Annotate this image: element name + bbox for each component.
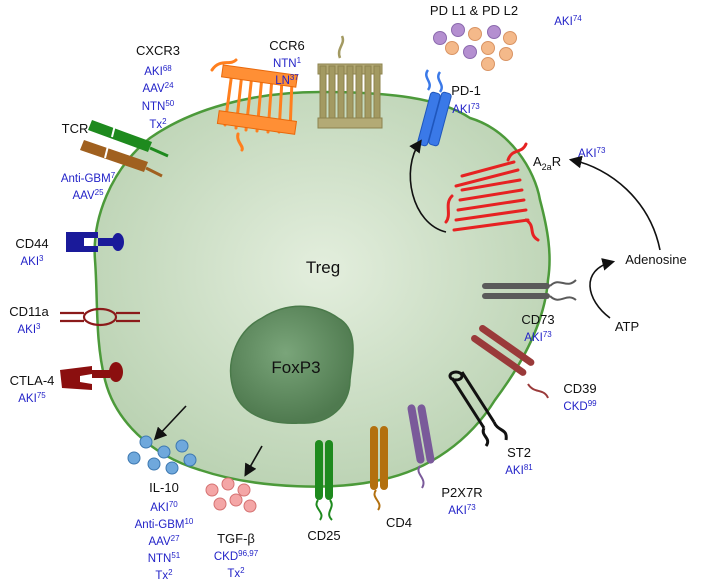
nucleus-label: FoxP3 (271, 358, 320, 377)
st2-cite-0: AKI81 (505, 463, 533, 477)
cd4-receptor (370, 426, 388, 511)
cd39-label: CD39 (563, 381, 596, 396)
ctla4-cite-0: AKI75 (18, 391, 46, 405)
cd44-cite-0: AKI3 (21, 254, 45, 268)
arrows (153, 139, 661, 477)
cd73-receptor (482, 279, 577, 301)
ctla4-receptor (60, 362, 123, 390)
atp-to-adenosine-arrow (589, 258, 616, 319)
adenosine-to-a2ar-arrow (568, 155, 661, 251)
cd25-receptor (315, 440, 333, 521)
cxcr3-label: CXCR3 (136, 43, 180, 58)
il10-cite-3: NTN51 (148, 551, 181, 565)
a2ar-cite-0: AKI73 (578, 146, 606, 160)
il10-label: IL-10 (149, 480, 179, 495)
p2x7r-cite-0: AKI73 (448, 503, 476, 517)
pd1-label: PD-1 (451, 83, 481, 98)
il10-cite-1: Anti-GBM10 (135, 517, 194, 531)
st2-label: ST2 (507, 445, 531, 460)
pd-ligand-cluster (433, 23, 517, 71)
st2-receptor (448, 370, 508, 447)
cd39-receptor (471, 324, 549, 399)
a2ar-to-pd1-arrow (409, 139, 447, 233)
cd44-label: CD44 (15, 236, 48, 251)
p2x7r-receptor (407, 404, 435, 489)
cxcr3-cite-2: NTN50 (142, 99, 175, 113)
il10-cite-4: Tx2 (155, 568, 173, 582)
il10-cite-2: AAV27 (148, 534, 180, 548)
cell-label: Treg (306, 258, 340, 277)
pdl-cite-0: AKI74 (554, 14, 582, 28)
a2ar-label: A2aR (533, 154, 561, 172)
cd44-receptor (66, 232, 124, 252)
cxcr3-cite-0: AKI68 (144, 64, 172, 78)
atp-label: ATP (615, 319, 639, 334)
ccr6-cite-0: NTN1 (273, 56, 302, 70)
il10-cluster (127, 435, 197, 475)
tgfb-cite-0: CKD96,97 (214, 549, 259, 563)
tgfb-cite-1: Tx2 (227, 566, 245, 580)
adenosine-label: Adenosine (625, 252, 686, 267)
pd1-cite-0: AKI73 (452, 102, 480, 116)
il10-secretion-arrow (153, 405, 187, 441)
pdl-label: PD L1 & PD L2 (430, 3, 518, 18)
cd4-label: CD4 (386, 515, 412, 530)
il10-cite-0: AKI70 (150, 500, 178, 514)
ccr6-receptor (317, 35, 383, 129)
cd39-cite-0: CKD99 (563, 399, 597, 413)
cxcr3-receptor (210, 58, 299, 152)
cell-membrane (93, 90, 551, 488)
cd73-cite-0: AKI73 (524, 330, 552, 344)
pd1-receptor (417, 69, 452, 147)
cxcr3-cite-1: AAV24 (142, 81, 174, 95)
tgfb-secretion-arrow (244, 445, 263, 477)
cd11a-cite-0: AKI3 (18, 322, 42, 336)
tcr-receptor (80, 120, 169, 178)
ccr6-cite-1: LN37 (275, 73, 299, 87)
tcr-cite-1: AAV25 (72, 188, 104, 202)
a2ar-receptor (444, 142, 540, 242)
cd25-label: CD25 (307, 528, 340, 543)
p2x7r-label: P2X7R (441, 485, 482, 500)
tgfb-label: TGF-β (217, 531, 255, 546)
tcr-cite-0: Anti-GBM7 (61, 171, 116, 185)
cd11a-label: CD11a (9, 304, 49, 319)
cd11a-receptor (60, 307, 140, 327)
cd73-label: CD73 (521, 312, 554, 327)
ctla4-label: CTLA-4 (10, 373, 55, 388)
cxcr3-cite-3: Tx2 (149, 117, 167, 131)
nucleus (229, 305, 354, 424)
ccr6-label: CCR6 (269, 38, 304, 53)
tcr-label: TCR (62, 121, 89, 136)
tgfb-cluster (205, 477, 257, 513)
